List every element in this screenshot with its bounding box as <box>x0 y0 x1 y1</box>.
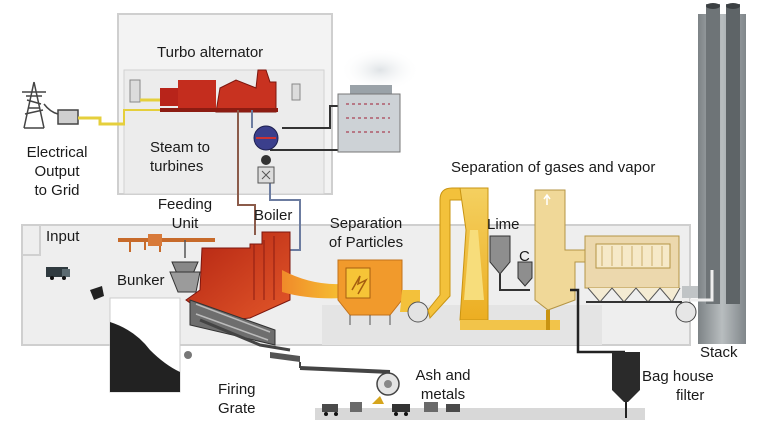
label-turbo-alternator: Turbo alternator <box>157 44 264 61</box>
bag-house-filter-silo <box>570 288 640 418</box>
condenser-unit <box>337 48 420 153</box>
label-bunker: Bunker <box>117 272 165 289</box>
label-boiler: Boiler <box>254 207 293 224</box>
power-pylon-icon <box>22 81 79 129</box>
label-carbon: C <box>519 248 530 265</box>
furnace-boiler <box>169 231 291 359</box>
label-electrical-output: Electrical Output to Grid <box>26 144 88 199</box>
label-separation-of-gases: Separation of gases and vapor <box>451 159 656 176</box>
label-steam-to-turbines: Steam to turbines <box>150 139 211 175</box>
label-ash-and-metals: Ash and metals <box>415 367 471 403</box>
cyclone-reactor <box>459 187 560 330</box>
input-truck-icon <box>46 267 70 280</box>
scrubber-tower <box>534 189 591 330</box>
riser-duct <box>427 187 463 320</box>
stack-fan-icon <box>675 301 697 323</box>
ground-strip <box>315 408 645 420</box>
flue-duct-1 <box>282 270 345 299</box>
power-line <box>78 116 125 126</box>
heat-exchanger <box>253 125 279 184</box>
particle-separator <box>337 259 403 325</box>
waste-bunker <box>109 297 181 393</box>
carbon-silo <box>517 261 533 287</box>
label-firing-grate: Firing Grate <box>218 381 256 417</box>
lime-silo <box>489 235 530 291</box>
chimney-stack <box>690 3 746 344</box>
label-bag-house-filter: Bag house filter <box>642 368 714 404</box>
turbo-alternator-machine <box>129 69 301 113</box>
ash-conveyor <box>270 352 400 396</box>
label-separation-of-particles: Separation of Particles <box>328 215 404 251</box>
bag-house <box>584 235 682 303</box>
ash-trucks-icon <box>322 396 460 416</box>
label-stack: Stack <box>700 344 738 361</box>
label-lime: Lime <box>487 216 520 233</box>
label-feeding-unit: Feeding Unit <box>157 196 213 232</box>
dumped-waste-icon <box>90 286 104 300</box>
label-input: Input <box>46 228 80 245</box>
stack-duct <box>682 286 700 298</box>
induced-fan-icon <box>407 301 429 323</box>
